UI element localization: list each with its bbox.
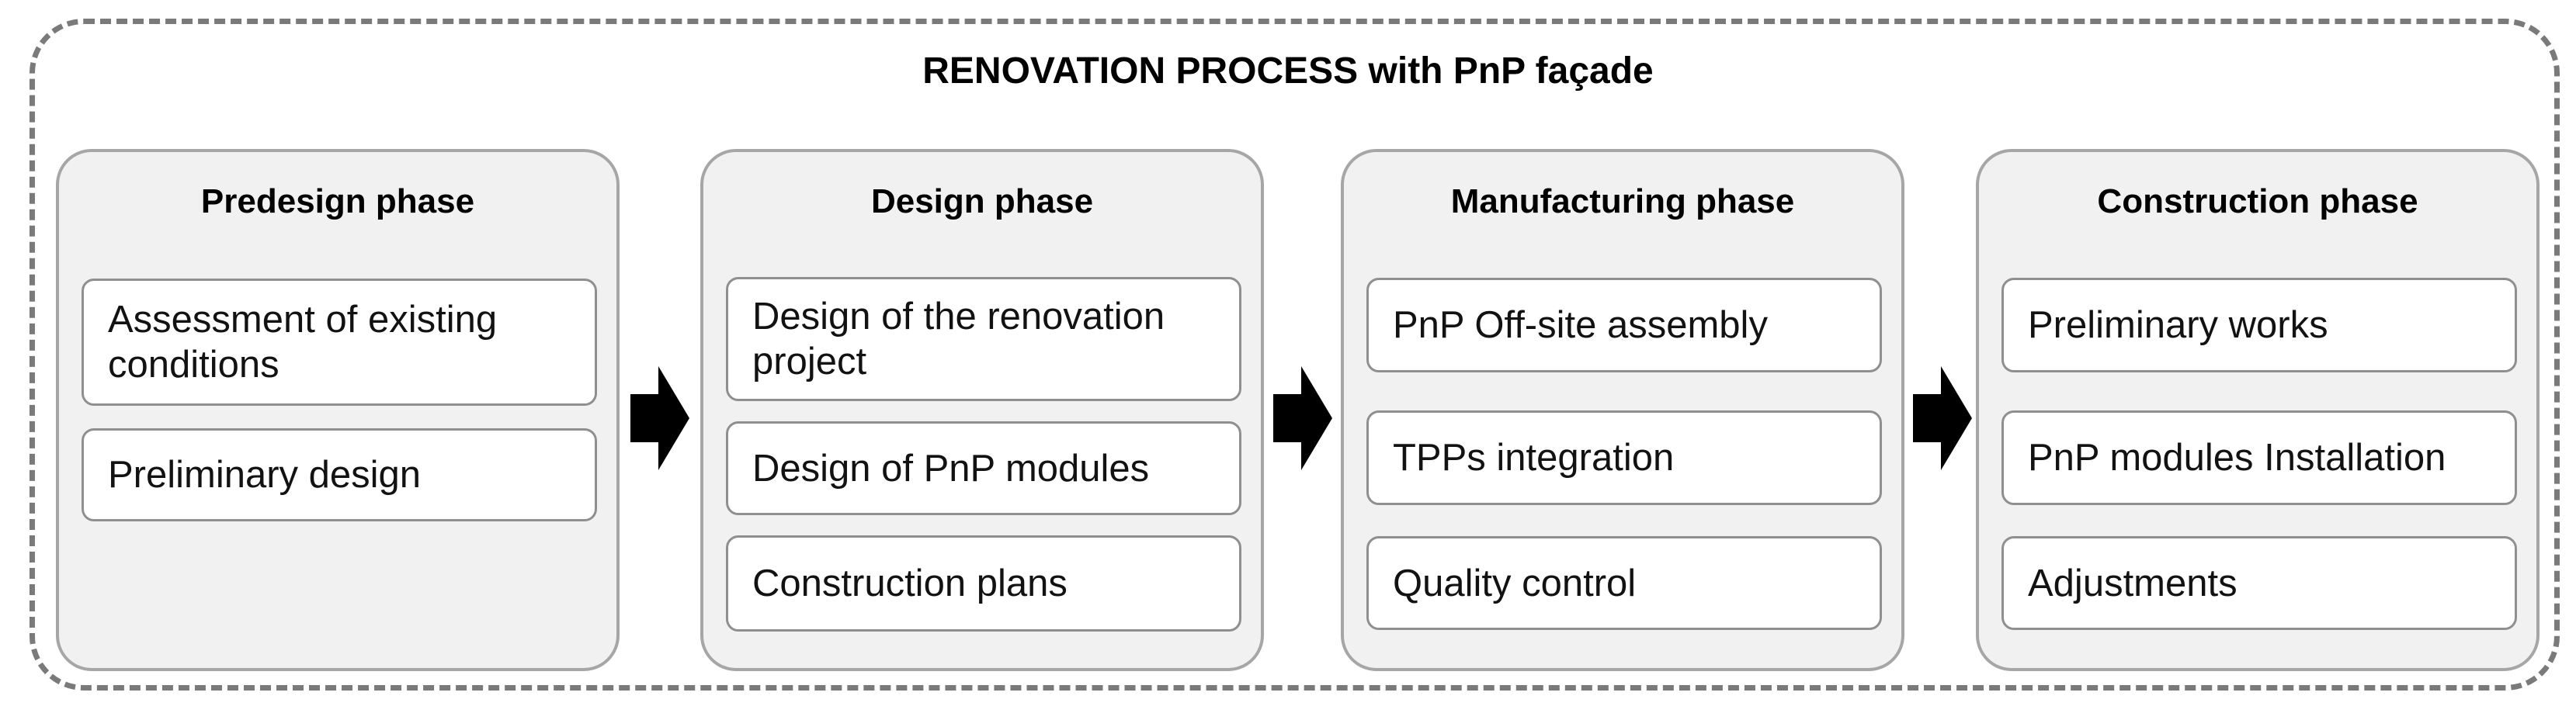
phase-item-label: Quality control [1393, 562, 1637, 604]
phase-item-label: Assessment of existing conditions [108, 299, 498, 386]
phase-item-label: Adjustments [2028, 562, 2238, 604]
phase-item: PnP Off-site assembly [1366, 278, 1882, 372]
phase-title-manufacturing: Manufacturing phase [1450, 182, 1795, 220]
phase-title-predesign: Predesign phase [200, 182, 475, 220]
phase-item: Design of the renovation project [726, 277, 1241, 401]
phase-item: Design of PnP modules [726, 421, 1241, 515]
right-arrow-icon [1913, 366, 1972, 470]
phase-item-label: PnP Off-site assembly [1393, 304, 1768, 346]
phase-item-label: Preliminary design [108, 454, 422, 496]
phase-box-construction: Construction phase Preliminary works PnP… [1976, 149, 2540, 671]
phase-item-label: PnP modules Installation [2028, 437, 2446, 479]
phase-item-label: Preliminary works [2028, 304, 2328, 346]
diagram-dashed-border [30, 19, 2560, 691]
phase-item: Adjustments [2001, 536, 2517, 630]
phase-title-construction: Construction phase [2097, 182, 2418, 220]
right-arrow-icon [630, 366, 689, 470]
phase-item-label: TPPs integration [1393, 437, 1675, 479]
phase-item: Assessment of existing conditions [82, 279, 597, 406]
phase-item: Preliminary design [82, 428, 597, 521]
phase-title-design: Design phase [870, 182, 1094, 220]
phase-item: Quality control [1366, 536, 1882, 630]
phase-item: Construction plans [726, 535, 1241, 632]
phase-item: Preliminary works [2001, 278, 2517, 372]
phase-box-design: Design phase Design of the renovation pr… [700, 149, 1264, 671]
phase-item-label: Design of the renovation project [752, 296, 1165, 382]
phase-item-label: Design of PnP modules [752, 447, 1150, 490]
phase-item: TPPs integration [1366, 410, 1882, 505]
phase-box-manufacturing: Manufacturing phase PnP Off-site assembl… [1341, 149, 1904, 671]
phase-item: PnP modules Installation [2001, 410, 2517, 505]
right-arrow-icon [1273, 366, 1332, 470]
phase-item-label: Construction plans [752, 562, 1068, 604]
diagram-title: RENOVATION PROCESS with PnP façade [922, 50, 1654, 92]
phase-box-predesign: Predesign phase Assessment of existing c… [56, 149, 620, 671]
